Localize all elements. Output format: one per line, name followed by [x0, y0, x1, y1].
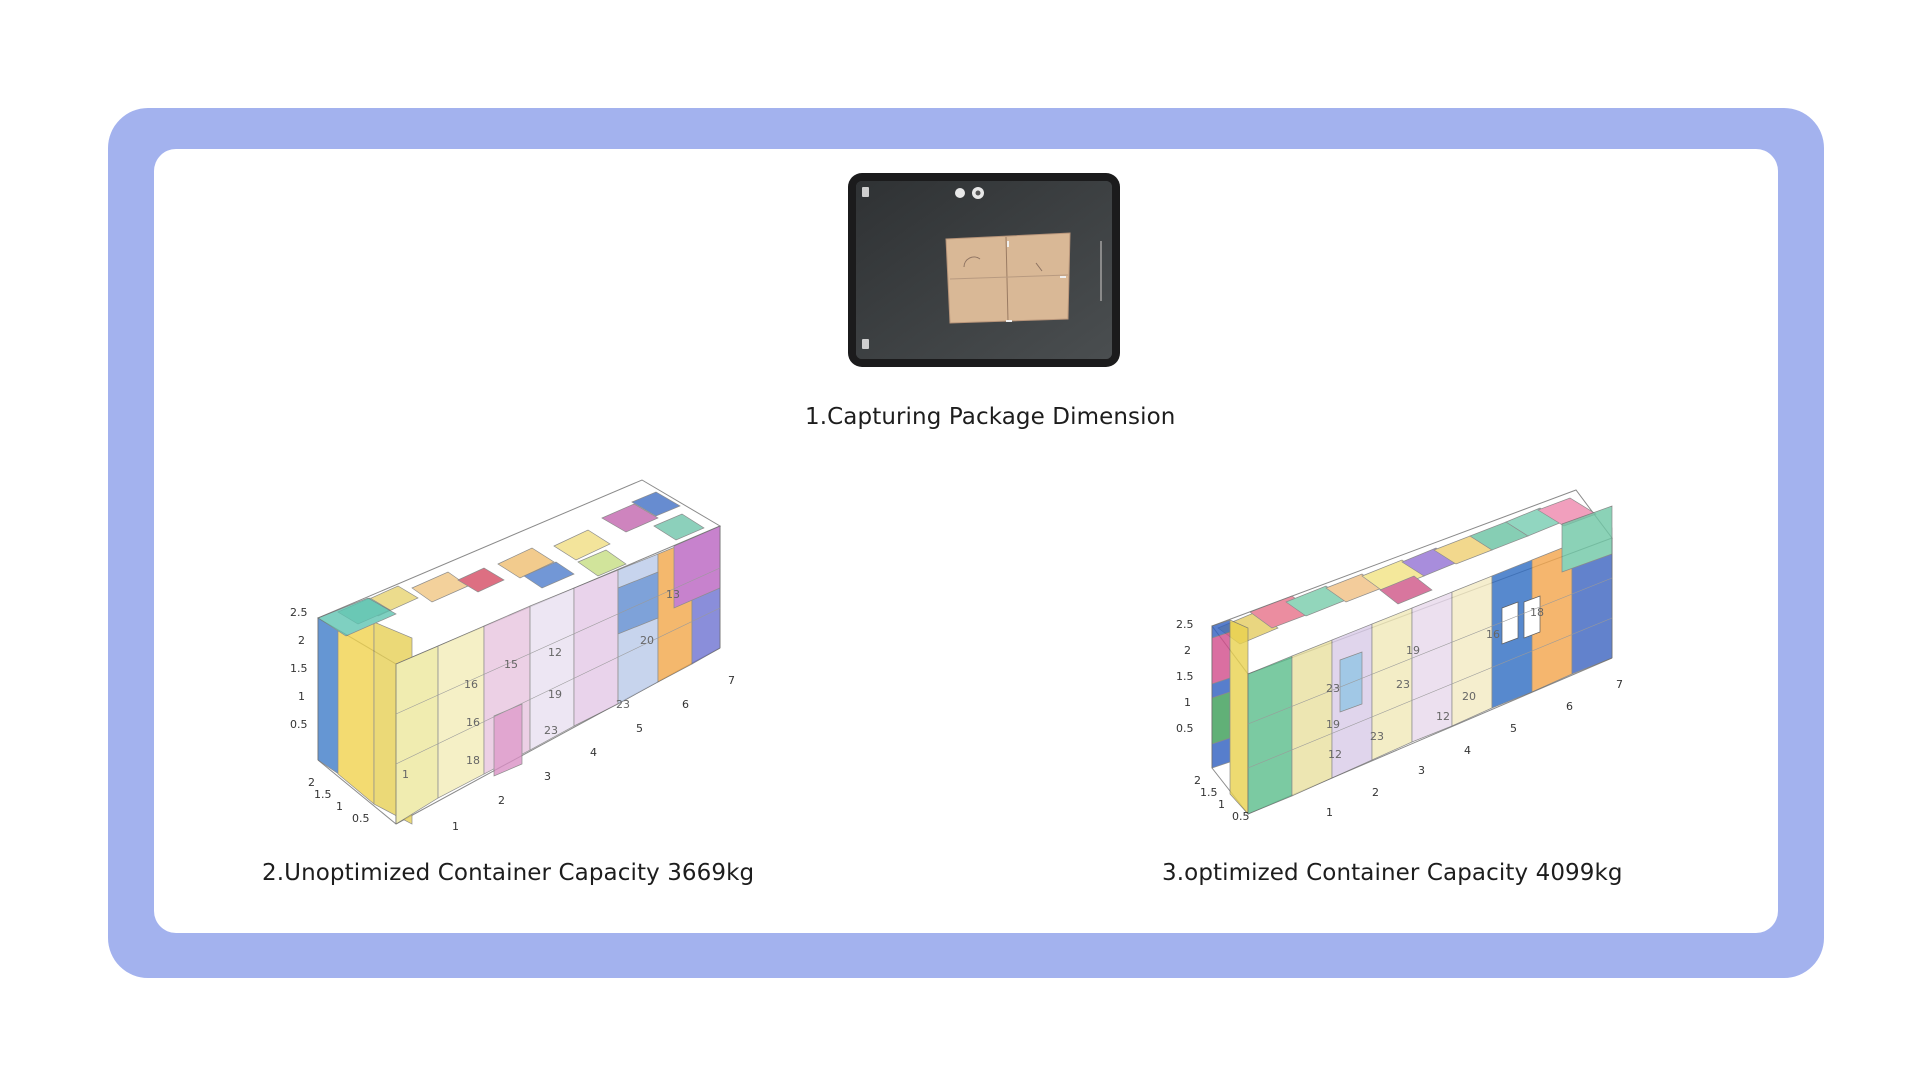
height-tick: 0.5: [1176, 722, 1194, 735]
box-label: 13: [666, 588, 680, 601]
height-tick: 1: [298, 690, 305, 703]
length-tick: 7: [1616, 678, 1623, 691]
length-tick: 4: [1464, 744, 1471, 757]
length-tick: 3: [1418, 764, 1425, 777]
box-label: 19: [1326, 718, 1340, 731]
step-1-caption: 1.Capturing Package Dimension: [805, 404, 1176, 430]
step-3-caption: 3.optimized Container Capacity 4099kg: [1162, 860, 1623, 886]
box-label: 16: [1486, 628, 1500, 641]
height-tick: 1.5: [290, 662, 308, 675]
box-label: 15: [504, 658, 518, 671]
length-tick: 2: [498, 794, 505, 807]
depth-tick: 1.5: [1200, 786, 1218, 799]
depth-tick: 1: [1218, 798, 1225, 811]
box-label: 12: [1328, 748, 1342, 761]
box-label: 23: [544, 724, 558, 737]
box-label: 12: [1436, 710, 1450, 723]
height-tick: 1.5: [1176, 670, 1194, 683]
box-label: 1: [402, 768, 409, 781]
step-2-caption: 2.Unoptimized Container Capacity 3669kg: [262, 860, 755, 886]
box-label: 20: [640, 634, 654, 647]
box-label: 23: [1396, 678, 1410, 691]
box-label: 23: [1370, 730, 1384, 743]
box-label: 20: [1462, 690, 1476, 703]
height-tick: 1: [1184, 696, 1191, 709]
height-tick: 2: [298, 634, 305, 647]
box-label: 23: [1326, 682, 1340, 695]
length-tick: 4: [590, 746, 597, 759]
height-tick: 0.5: [290, 718, 308, 731]
box-label: 23: [616, 698, 630, 711]
length-tick: 6: [1566, 700, 1573, 713]
depth-tick: 2: [1194, 774, 1201, 787]
length-tick: 3: [544, 770, 551, 783]
box-label: 19: [1406, 644, 1420, 657]
box-label: 16: [466, 716, 480, 729]
length-tick: 6: [682, 698, 689, 711]
box-label: 16: [464, 678, 478, 691]
optimized-container-diagram: 19 23 23 12 16 19 23 20 18 12 2.5 2 1.5 …: [1176, 489, 1623, 823]
depth-tick: 1.5: [314, 788, 332, 801]
depth-tick: 0.5: [1232, 810, 1250, 823]
height-tick: 2: [1184, 644, 1191, 657]
box-label: 19: [548, 688, 562, 701]
height-tick: 2.5: [290, 606, 308, 619]
length-tick: 5: [1510, 722, 1517, 735]
length-tick: 1: [1326, 806, 1333, 819]
depth-tick: 2: [308, 776, 315, 789]
length-tick: 7: [728, 674, 735, 687]
box-label: 12: [548, 646, 562, 659]
depth-tick: 1: [336, 800, 343, 813]
tablet-capture-image: [848, 173, 1120, 367]
unoptimized-container-diagram: 1 16 15 12 16 19 18 23 23 20 13 2.5 2 1.…: [290, 479, 735, 833]
height-tick: 2.5: [1176, 618, 1194, 631]
length-tick: 5: [636, 722, 643, 735]
depth-tick: 0.5: [352, 812, 370, 825]
length-tick: 1: [452, 820, 459, 833]
box-label: 18: [466, 754, 480, 767]
box-label: 18: [1530, 606, 1544, 619]
length-tick: 2: [1372, 786, 1379, 799]
